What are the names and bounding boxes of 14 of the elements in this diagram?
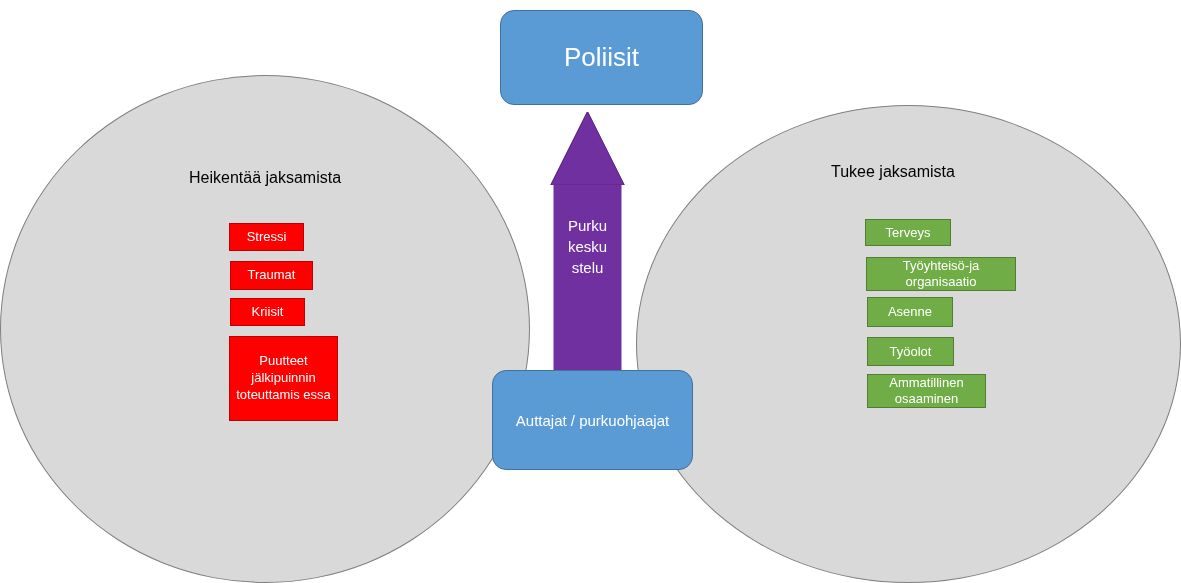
factor-box: Työyhteisö-ja organisaatio <box>866 257 1016 291</box>
factor-box: Stressi <box>229 223 304 251</box>
circle-heading: Heikentää jaksamista <box>189 169 342 187</box>
factor-box: Puutteet jälkipuinnin toteuttamis essa <box>229 336 338 421</box>
circle-heading: Tukee jaksamista <box>831 163 955 181</box>
factor-box: Kriisit <box>230 298 305 326</box>
process-box: Poliisit <box>500 10 703 105</box>
factor-box: Asenne <box>867 297 953 327</box>
process-box: Auttajat / purkuohjaajat <box>492 370 693 470</box>
factor-box: Työolot <box>867 337 954 366</box>
factor-box: Ammatillinen osaaminen <box>867 374 986 408</box>
factor-box: Terveys <box>865 219 951 246</box>
edge-label: Purku kesku stelu <box>566 216 609 278</box>
factor-box: Traumat <box>230 261 313 290</box>
